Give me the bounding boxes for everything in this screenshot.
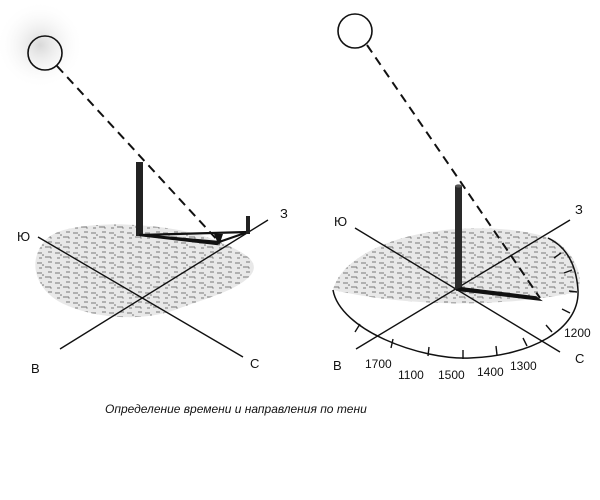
right-figure: Ю З В С 1700 1100 1500 1400 1300 1200: [332, 13, 591, 382]
hour-label-1100: 1100: [398, 368, 424, 382]
left-figure: Ю З В С: [0, 1, 288, 376]
left-stick: [136, 162, 143, 236]
left-sun-ray: [56, 65, 221, 244]
left-marker-stick: [246, 216, 250, 234]
left-west-north-line: [59, 219, 269, 350]
right-dial-arc: [332, 237, 579, 359]
right-dial-ticks: [354, 252, 578, 359]
hour-label-1700: 1700: [365, 357, 392, 371]
hour-label-1300: 1300: [510, 359, 537, 373]
right-west-north-line: [355, 219, 571, 350]
left-shadow-tip-arrow: [214, 234, 223, 246]
hour-label-1400: 1400: [477, 365, 504, 379]
left-south-east-line: [37, 236, 244, 358]
left-ground-texture: [35, 224, 254, 318]
right-shadow: [455, 287, 543, 302]
right-label-south: Ю: [334, 214, 347, 229]
left-shadow-arm: [139, 233, 219, 246]
hour-label-1500: 1500: [438, 368, 465, 382]
right-label-west: З: [575, 202, 583, 217]
hour-label-1200: 1200: [564, 326, 591, 340]
right-label-east: В: [333, 358, 342, 373]
left-label-north: С: [250, 356, 259, 371]
left-label-south: Ю: [17, 229, 30, 244]
right-stick: [455, 186, 462, 290]
left-label-west: З: [280, 206, 288, 221]
right-stick-top: [455, 184, 462, 188]
right-label-north: С: [575, 351, 584, 366]
left-sun-glow: [0, 1, 84, 89]
right-sun: [337, 13, 373, 49]
left-sun: [27, 35, 63, 71]
figure-caption: Определение времени и направления по тен…: [105, 402, 367, 416]
left-label-east: В: [31, 361, 40, 376]
